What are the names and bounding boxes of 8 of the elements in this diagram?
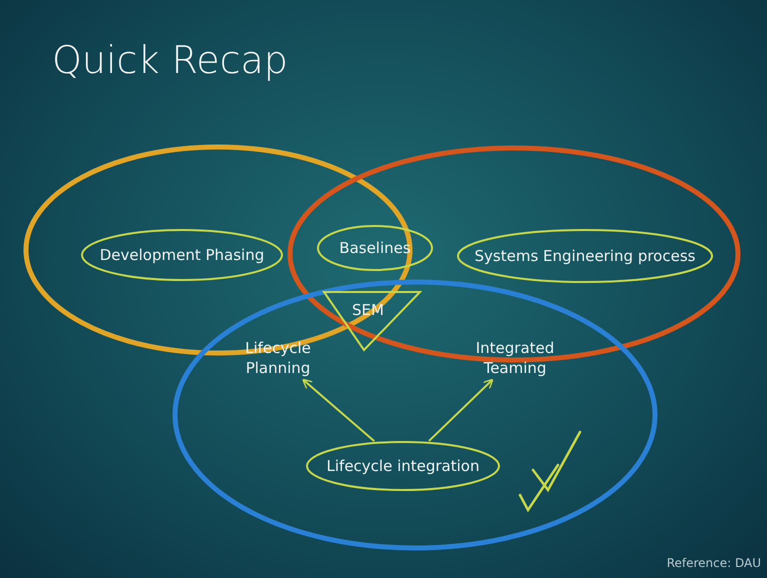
arrow <box>428 378 494 442</box>
slide-title: Quick Recap <box>52 38 288 82</box>
reference-note: Reference: DAU <box>666 556 761 570</box>
circled-label: Development Phasing <box>80 228 284 282</box>
arrow <box>302 378 375 442</box>
circled-label: Lifecycle integration <box>305 440 501 492</box>
concept-label: Integrated Teaming <box>470 336 560 380</box>
circled-label: Systems Engineering process <box>456 228 714 284</box>
